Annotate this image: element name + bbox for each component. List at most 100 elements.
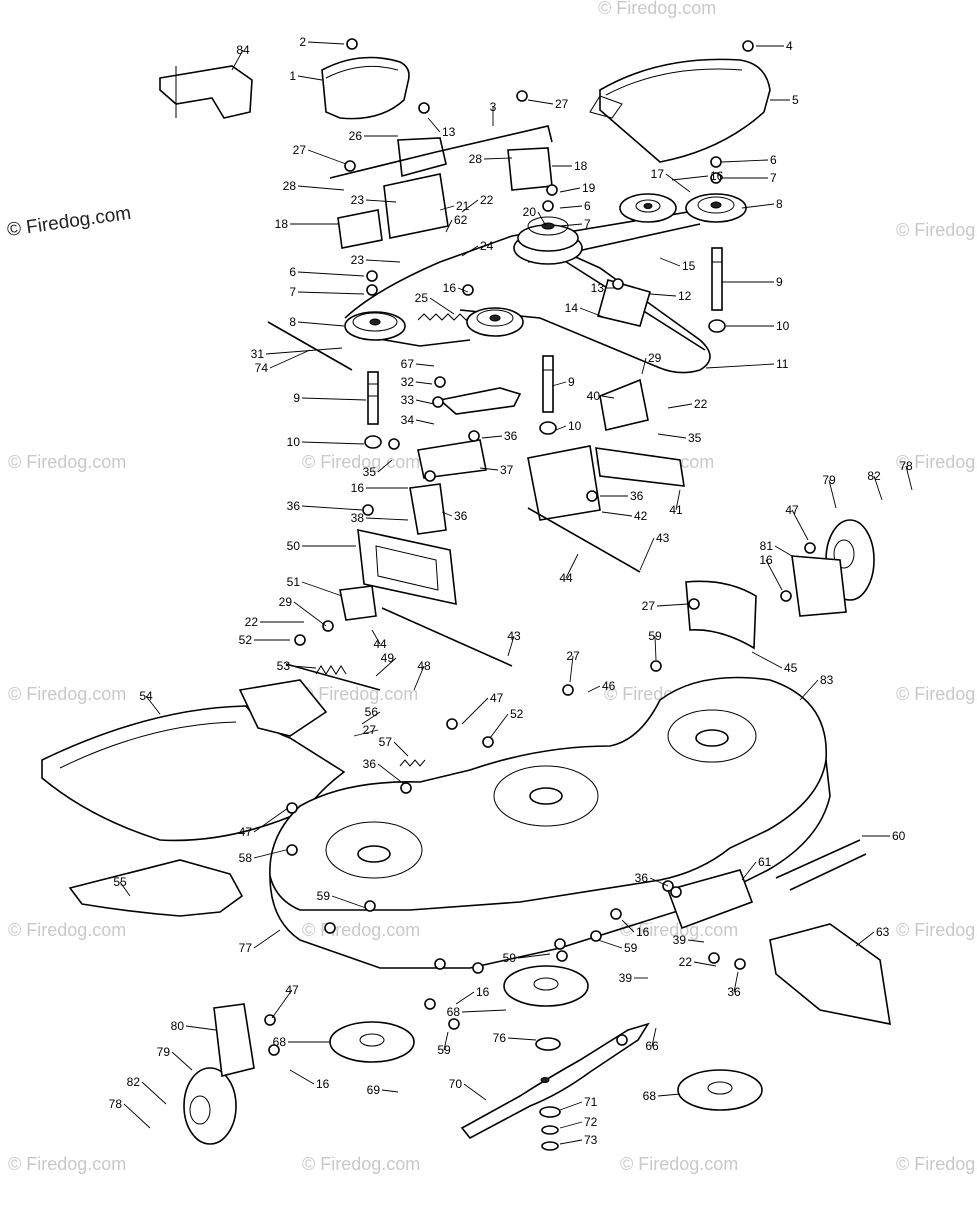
part-number-36: 36 — [630, 489, 644, 503]
leader-line — [461, 1009, 507, 1013]
part-number-79: 79 — [157, 1045, 171, 1059]
nut-icon — [434, 376, 446, 388]
nut-icon — [418, 102, 430, 114]
leader-line — [675, 489, 681, 511]
belt-cover-right-icon — [589, 58, 771, 163]
part-number-47: 47 — [239, 825, 253, 839]
part-number-16: 16 — [710, 169, 724, 183]
watermark-text: © Firedog.com — [896, 220, 977, 240]
part-number-27: 27 — [566, 649, 580, 663]
part-number-16: 16 — [476, 985, 490, 999]
part-number-40: 40 — [587, 389, 601, 403]
part-number-28: 28 — [469, 152, 483, 166]
bracket-icon — [329, 125, 553, 249]
leader-line — [393, 741, 409, 757]
blade-hub-icon — [329, 1021, 415, 1063]
slide-plate-icon — [339, 528, 457, 621]
leader-line — [141, 1081, 167, 1105]
baffle-icon — [666, 580, 891, 1026]
leader-line — [489, 713, 509, 739]
nut-icon — [472, 962, 484, 974]
deflector-bracket-84-icon — [159, 65, 253, 119]
part-number-32: 32 — [401, 375, 415, 389]
leader-line — [457, 287, 469, 293]
leader-line — [443, 1031, 449, 1051]
leader-line — [693, 961, 717, 967]
nut-icon — [366, 284, 378, 296]
leader-line — [601, 395, 615, 399]
part-number-59: 59 — [503, 951, 517, 965]
part-number-60: 60 — [892, 829, 906, 843]
part-number-16: 16 — [636, 925, 650, 939]
leader-line — [559, 1101, 583, 1111]
part-number-80: 80 — [171, 1019, 185, 1033]
nut-icon — [780, 590, 792, 602]
part-number-28: 28 — [283, 179, 297, 193]
nut-icon — [586, 490, 598, 502]
leader-line — [415, 381, 433, 385]
nut-icon — [610, 908, 622, 920]
part-number-18: 18 — [275, 217, 289, 231]
nut-icon — [364, 900, 376, 912]
leader-line — [461, 199, 479, 213]
leader-line — [463, 1083, 487, 1101]
deflector-bracket-55-icon — [68, 859, 244, 917]
nut-icon — [344, 160, 356, 172]
nut-icon — [434, 958, 446, 970]
belt-cover-left-icon — [321, 56, 410, 120]
part-number-50: 50 — [287, 539, 301, 553]
leader-line — [733, 971, 739, 993]
nut-icon — [286, 802, 298, 814]
part-number-62: 62 — [454, 213, 468, 227]
nut-icon — [556, 950, 568, 962]
part-number-59: 59 — [317, 889, 331, 903]
part-number-83: 83 — [820, 673, 834, 687]
leader-line — [507, 635, 515, 657]
leader-line — [659, 257, 681, 267]
leader-line — [657, 1093, 681, 1097]
part-number-41: 41 — [669, 503, 683, 517]
watermark-text: © Firedog.com — [896, 920, 977, 940]
leader-line — [297, 271, 365, 277]
leader-line — [828, 479, 837, 509]
nut-icon — [562, 684, 574, 696]
nut-icon — [388, 438, 400, 450]
part-number-16: 16 — [443, 281, 457, 295]
blade-icon — [460, 1022, 650, 1140]
leader-line — [253, 807, 289, 833]
part-number-36: 36 — [635, 871, 649, 885]
part-number-46: 46 — [602, 679, 616, 693]
watermark-text: © Firedog.com — [302, 1154, 420, 1174]
blade-hub-icon — [677, 1069, 763, 1111]
part-number-43: 43 — [507, 629, 521, 643]
part-number-29: 29 — [648, 351, 662, 365]
part-number-47: 47 — [490, 691, 504, 705]
watermark-text: © Firedog.com — [8, 452, 126, 472]
part-number-52: 52 — [510, 707, 524, 721]
part-number-22: 22 — [679, 955, 693, 969]
pulley-icon — [685, 193, 747, 223]
nut-icon — [546, 184, 558, 196]
part-number-44: 44 — [559, 571, 573, 585]
part-number-36: 36 — [727, 985, 741, 999]
nut-icon — [482, 736, 494, 748]
part-number-10: 10 — [287, 435, 301, 449]
wheel-icon — [183, 1067, 237, 1145]
watermark-text: © Firedog.com — [300, 684, 418, 704]
part-number-76: 76 — [493, 1031, 507, 1045]
part-number-68: 68 — [643, 1089, 657, 1103]
part-number-55: 55 — [113, 875, 127, 889]
part-number-16: 16 — [316, 1077, 330, 1091]
leader-line — [353, 729, 379, 737]
leader-line — [265, 347, 343, 355]
leader-line — [123, 1103, 151, 1129]
nut-icon — [322, 620, 334, 632]
leader-line — [579, 307, 607, 319]
leader-line — [559, 1139, 583, 1145]
part-number-42: 42 — [634, 509, 648, 523]
leader-line — [705, 363, 775, 369]
part-number-36: 36 — [287, 499, 301, 513]
part-number-18: 18 — [574, 159, 588, 173]
nut-icon — [742, 40, 754, 52]
